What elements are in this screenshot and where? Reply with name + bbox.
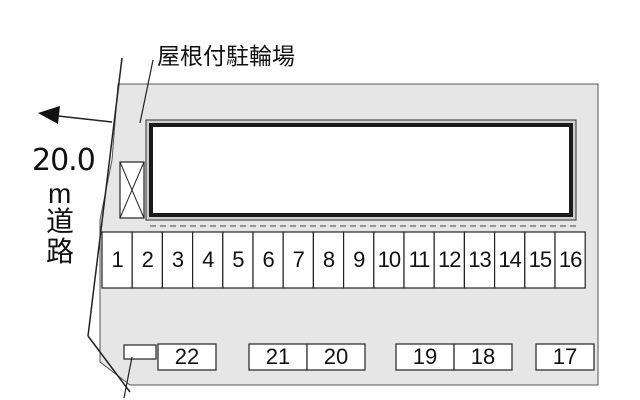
stall-number-14: 14 [498, 247, 521, 272]
bottom-stall-22 [157, 343, 217, 371]
stall-number-20: 20 [323, 344, 349, 369]
stall-number-3: 3 [171, 247, 184, 272]
stall-number-19: 19 [412, 344, 438, 369]
stall-number-6: 6 [262, 247, 274, 272]
top-stall-row [101, 231, 586, 289]
road-width-label: 20.0 [32, 143, 96, 178]
stall-number-16: 16 [558, 247, 582, 272]
road-arrow-head [38, 106, 60, 124]
stall-number-7: 7 [292, 247, 305, 272]
bottom-stall-17 [535, 343, 595, 371]
top-stall-1 [101, 231, 133, 289]
stall-number-5: 5 [232, 247, 244, 272]
bottom-pointer-line [123, 356, 133, 399]
shelter-leader-line [139, 59, 154, 124]
stall-number-9: 9 [353, 247, 365, 272]
bottom-stall-18 [453, 343, 513, 371]
stall-number-2: 2 [141, 247, 154, 272]
stall-number-10: 10 [377, 247, 401, 272]
road-boundary-line-lower [87, 335, 131, 393]
stall-number-4: 4 [202, 247, 214, 272]
stall-number-8: 8 [322, 247, 335, 272]
stall-number-13: 13 [468, 247, 491, 272]
stall-number-22: 22 [174, 344, 200, 369]
top-stall-16 [554, 231, 586, 289]
road-boundary-line [87, 57, 123, 337]
top-stall-9 [343, 231, 375, 289]
road-width-unit: m [48, 178, 72, 209]
stall-number-17: 17 [552, 344, 578, 369]
bottom-stall-small [123, 344, 157, 360]
stall-number-18: 18 [470, 344, 496, 369]
top-stall-8 [312, 231, 345, 289]
hatched-box-cross-2 [119, 161, 145, 219]
road-label-char-2: 路 [46, 236, 75, 267]
bottom-stall-21 [248, 343, 308, 371]
stall-number-12: 12 [438, 247, 461, 272]
stall-number-21: 21 [265, 344, 291, 369]
stall-number-1: 1 [111, 247, 123, 272]
top-stall-3 [161, 231, 194, 289]
top-stall-7 [282, 231, 315, 289]
road-arrow-shaft [57, 115, 113, 123]
road-label-char-1: 道 [46, 206, 75, 237]
bottom-stall-20 [306, 343, 366, 371]
bike-shelter-label: 屋根付駐輪場 [157, 44, 295, 70]
top-stall-11 [403, 231, 435, 289]
bike-shelter [149, 123, 573, 217]
top-stall-15 [524, 231, 556, 289]
stall-number-15: 15 [528, 247, 552, 272]
top-stall-10 [373, 231, 405, 289]
stall-number-11: 11 [408, 247, 431, 272]
